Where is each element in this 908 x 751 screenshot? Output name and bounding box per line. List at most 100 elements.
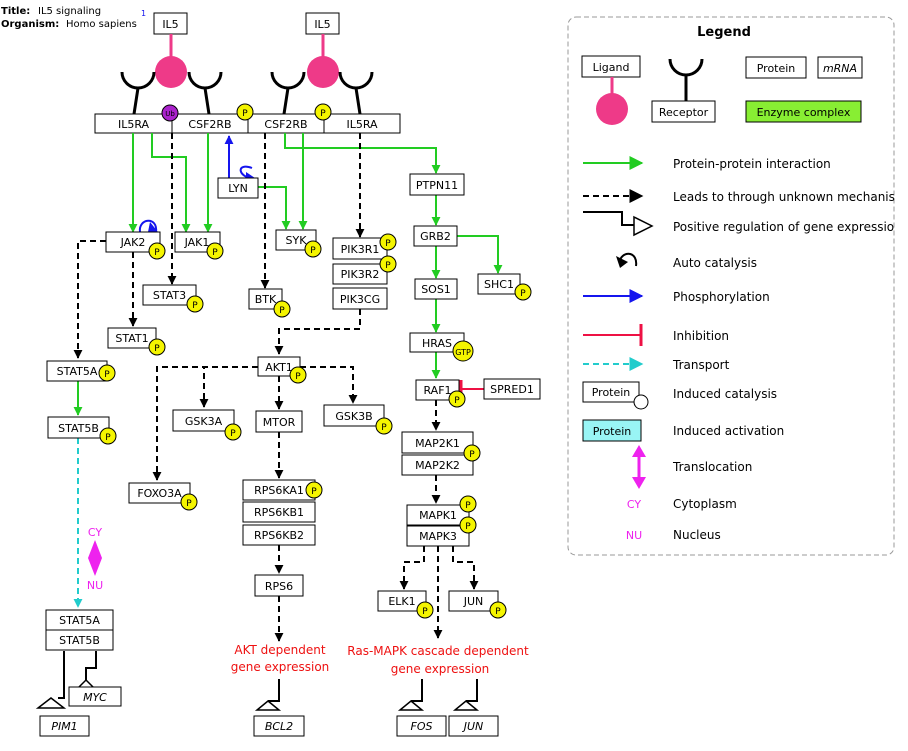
phospho-shc1-label: P xyxy=(520,289,526,299)
gsk3b-label: GSK3B xyxy=(335,410,372,423)
legend-translocation-label: Translocation xyxy=(672,460,752,474)
myc-gene-node[interactable] xyxy=(68,686,122,707)
stat5b-complex-node[interactable] xyxy=(45,629,114,651)
phospho-mapk3-label: P xyxy=(465,522,471,532)
jun-gene-node[interactable] xyxy=(448,715,499,737)
legend-frame xyxy=(567,16,895,556)
phospho-shc1: P xyxy=(514,283,532,301)
legend-induced-catalysis-circle xyxy=(633,394,649,410)
gtp-hras: GTP xyxy=(452,340,474,362)
phospho-gsk3b-label: P xyxy=(381,423,387,433)
legend-phospho-label: Phosphorylation xyxy=(673,290,770,304)
rps6kb2-node[interactable] xyxy=(242,524,316,546)
elk1-node[interactable] xyxy=(377,590,427,612)
pik3r2-label: PIK3R2 xyxy=(341,268,380,281)
map2k1-node[interactable] xyxy=(401,431,474,454)
legend-ligand-icon xyxy=(596,93,628,125)
legend: Legend Ligand Receptor Protein mRNA Enzy… xyxy=(567,16,895,556)
shc1-node[interactable] xyxy=(477,273,521,295)
pik3cg-label: PIK3CG xyxy=(340,293,380,306)
rps6kb1-node[interactable] xyxy=(242,501,316,523)
btk-label: BTK xyxy=(255,293,277,306)
stat1-node[interactable] xyxy=(107,327,157,349)
edge-stat5-myc xyxy=(85,651,97,680)
fos-gene-node[interactable] xyxy=(396,715,447,737)
phospho-mapk1-label: P xyxy=(465,501,471,511)
phospho-pik3r2: P xyxy=(379,255,397,273)
phospho-stat5b: P xyxy=(99,427,117,445)
csf2rb-right-phospho-label: P xyxy=(320,109,326,119)
edge-jak2-stat5a xyxy=(73,240,106,359)
mapk1-node[interactable] xyxy=(406,504,470,526)
lyn-node[interactable] xyxy=(217,177,259,199)
stat3-node[interactable] xyxy=(142,284,197,306)
ptpn11-node[interactable] xyxy=(409,173,465,196)
jun-gene-label: JUN xyxy=(462,720,484,733)
ubiquitin-badge xyxy=(161,104,179,122)
phospho-raf1: P xyxy=(448,390,466,408)
map2k2-node[interactable] xyxy=(401,454,474,476)
phospho-stat1-label: P xyxy=(154,344,160,354)
stat5b-node[interactable] xyxy=(47,416,110,439)
bcl2-gene-node[interactable] xyxy=(253,715,305,737)
phospho-stat5a: P xyxy=(98,364,116,382)
akt1-node[interactable] xyxy=(257,356,301,377)
nucleus-label: NU xyxy=(87,579,103,592)
btk-node[interactable] xyxy=(248,288,283,310)
edge-il5ra-jak1 xyxy=(151,133,191,233)
il5-left-label: IL5 xyxy=(162,18,178,31)
il5ra-left-label: IL5RA xyxy=(118,118,150,131)
edge-akt1-gsk3b xyxy=(300,366,358,404)
edge-grb2-shc1 xyxy=(457,235,503,274)
il5-right-label: IL5 xyxy=(314,18,330,31)
map2k2-label: MAP2K2 xyxy=(415,459,460,472)
raf1-node[interactable] xyxy=(415,379,460,401)
jun-node[interactable] xyxy=(448,590,499,612)
pim1-gene-node[interactable] xyxy=(39,715,90,737)
mtor-node[interactable] xyxy=(255,410,303,433)
legend-title: Legend xyxy=(697,25,751,40)
receptor-cups xyxy=(120,71,374,115)
legend-mrna-box xyxy=(817,56,863,79)
phospho-jak1-label: P xyxy=(212,248,218,258)
pik3r2-node[interactable] xyxy=(332,263,388,285)
rps6-node[interactable] xyxy=(254,574,304,597)
jak2-node[interactable] xyxy=(105,231,161,253)
spred1-node[interactable] xyxy=(483,378,541,400)
receptor-cup-1 xyxy=(120,71,156,90)
legend-mrna-label: mRNA xyxy=(823,62,857,75)
mapk3-node[interactable] xyxy=(406,525,470,547)
il5ra-right-node[interactable] xyxy=(323,113,401,134)
grb2-label: GRB2 xyxy=(420,230,451,243)
sos1-node[interactable] xyxy=(414,278,458,300)
grb2-node[interactable] xyxy=(413,225,458,247)
myc-gene-label: MYC xyxy=(83,691,107,704)
receptor-stem-1 xyxy=(132,87,140,115)
csf2rb-left-phospho-label: P xyxy=(242,109,248,119)
cytoplasm-label: CY xyxy=(88,526,102,539)
mtor-label: MTOR xyxy=(263,416,296,429)
legend-transport-label: Transport xyxy=(672,358,730,372)
legend-pos-reg-label: Positive regulation of gene expressio xyxy=(673,220,894,234)
pik3cg-node[interactable] xyxy=(332,287,388,310)
phospho-jak2: P xyxy=(148,242,166,260)
edge-lyn-syk xyxy=(258,186,291,230)
stat5a-complex-label: STAT5A xyxy=(59,614,100,627)
pim1-regulation-head xyxy=(35,697,67,709)
phospho-jun: P xyxy=(489,601,507,619)
gene-regulation-edges xyxy=(58,651,478,702)
phospho-mapk3: P xyxy=(459,516,477,534)
phospho-akt1-label: P xyxy=(295,372,301,382)
ras-expression-line2: gene expression xyxy=(391,662,490,676)
jak2-label: JAK2 xyxy=(120,236,146,249)
organism-value: Homo sapiens xyxy=(66,19,137,30)
phospho-gsk3a-label: P xyxy=(230,429,236,439)
gsk3a-node[interactable] xyxy=(172,409,235,432)
legend-induced-catalysis-box xyxy=(582,381,640,403)
legend-autocat-label: Auto catalysis xyxy=(673,256,757,270)
edge-ras-expr-jun xyxy=(466,679,478,702)
foxo3a-node[interactable] xyxy=(128,482,191,504)
gsk3b-node[interactable] xyxy=(323,404,385,427)
legend-receptor-box xyxy=(651,100,716,123)
